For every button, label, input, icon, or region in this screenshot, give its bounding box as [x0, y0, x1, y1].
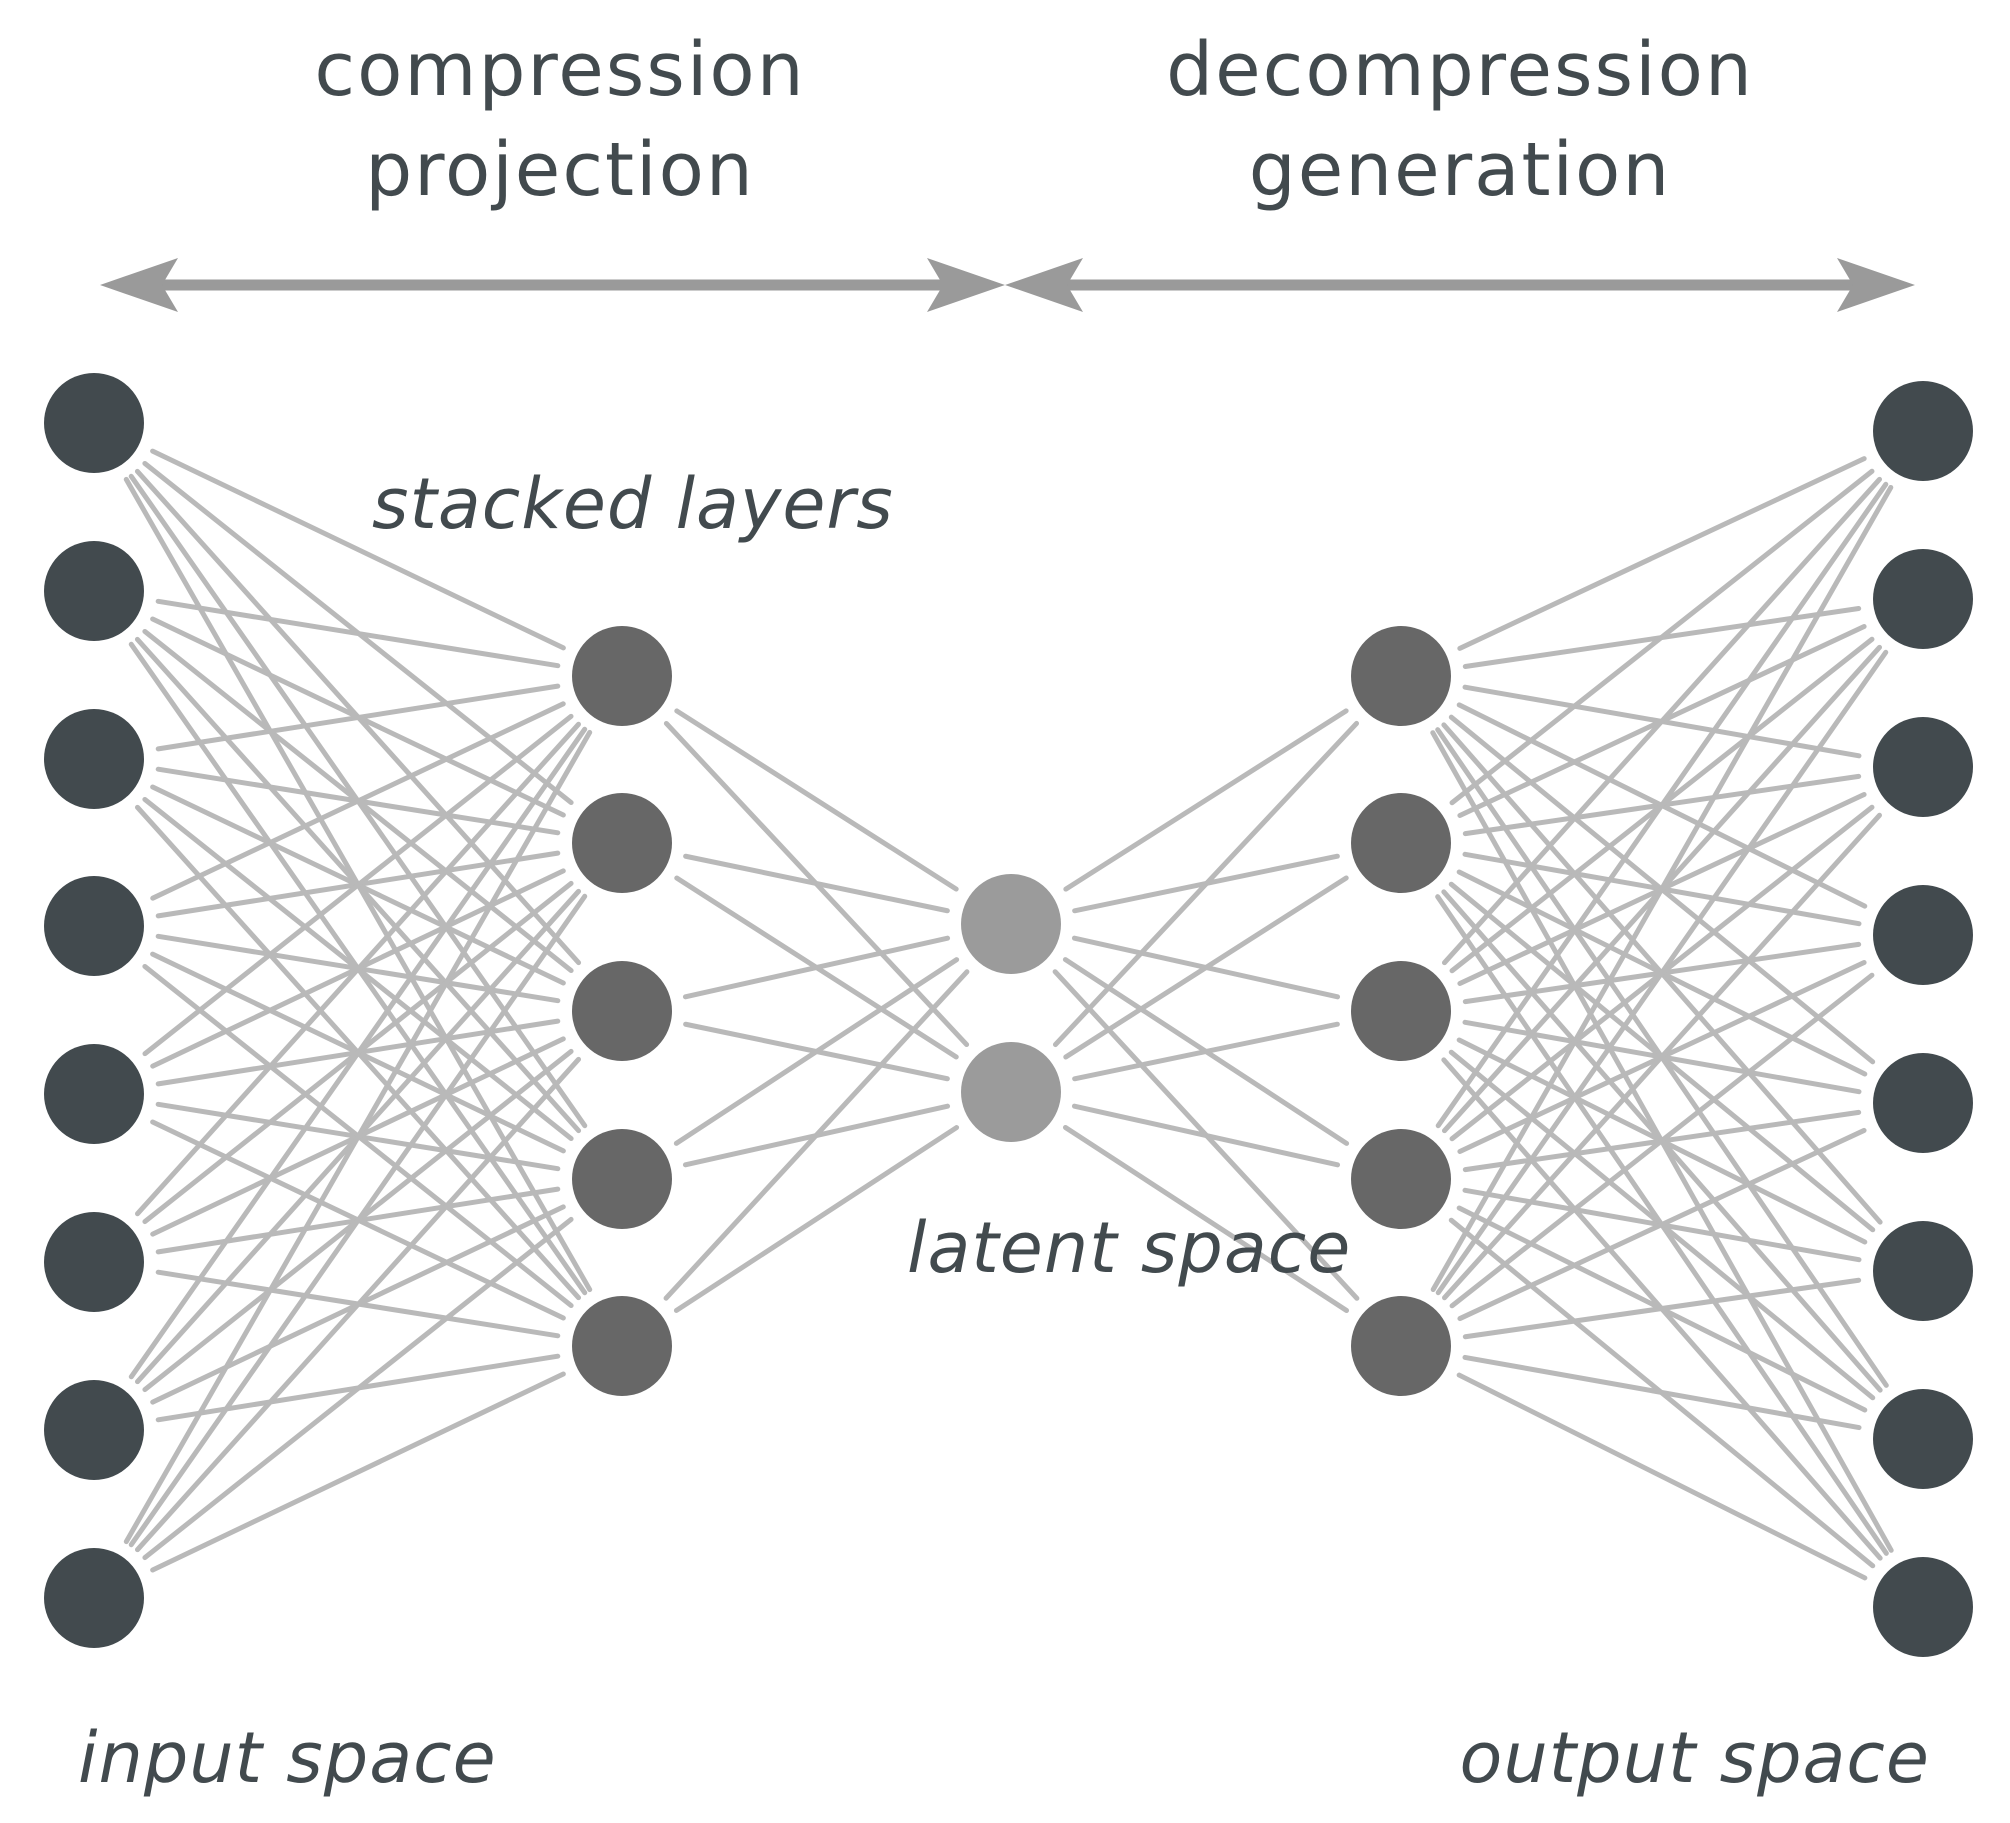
connection-edge [673, 957, 960, 1146]
latent-space-label: latent space [907, 1207, 1351, 1289]
compression-heading: compression projection [314, 27, 805, 213]
generation-label: generation [1249, 127, 1671, 213]
connection-edge [1062, 1124, 1350, 1314]
connection-edge [150, 448, 566, 651]
decompression-label: decompression [1166, 27, 1754, 113]
connection-edge [1449, 468, 1875, 806]
connection-edge [1462, 1277, 1862, 1340]
input-node [44, 1212, 144, 1312]
output-node [1873, 1389, 1973, 1489]
output-node [1873, 1221, 1973, 1321]
connection-edge [1071, 1103, 1341, 1168]
arrow-left-head-icon [100, 258, 178, 312]
connection-edge [155, 598, 561, 669]
decompression-heading: decompression generation [1166, 27, 1754, 213]
arrow-left-head-icon [1005, 258, 1083, 312]
encoder-hidden-node [572, 961, 672, 1061]
connection-edge [1457, 1127, 1867, 1322]
encoder-hidden-node [572, 626, 672, 726]
connection-edge [142, 713, 574, 1057]
decompression-arrow [1005, 258, 1915, 312]
connection-edge [155, 683, 561, 752]
output-node [1873, 885, 1973, 985]
decoder-hidden-node [1351, 1296, 1451, 1396]
input-node [44, 709, 144, 809]
connection-edge [663, 969, 970, 1301]
decoder-hidden-node [1351, 793, 1451, 893]
latent-node [961, 1042, 1061, 1142]
input-node [44, 876, 144, 976]
connection-edge [1457, 456, 1867, 651]
decoder-hidden-node [1351, 961, 1451, 1061]
connection-edge [150, 1371, 566, 1573]
connection-edge [123, 729, 593, 1545]
projection-label: projection [365, 127, 755, 213]
connection-edge [128, 726, 588, 1380]
input-node [44, 373, 144, 473]
connection-edge [1441, 476, 1883, 966]
connection-edge [1052, 720, 1360, 1048]
connection-edge [134, 1056, 582, 1553]
encoder-hidden-node [572, 1129, 672, 1229]
connection-edge [135, 721, 581, 1217]
input-node [44, 1548, 144, 1648]
output-node [1873, 549, 1973, 649]
decoder-hidden-node [1351, 1129, 1451, 1229]
connection-edge [1442, 812, 1882, 1301]
connection-edge [128, 893, 588, 1548]
connection-edge [1072, 1021, 1340, 1082]
arrow-right-head-icon [1837, 258, 1915, 312]
input-node [44, 1380, 144, 1480]
connection-edge [673, 1125, 960, 1313]
encoder-hidden-node [572, 793, 672, 893]
connection-edge [1435, 649, 1889, 1296]
input-node [44, 541, 144, 641]
input-node [44, 1044, 144, 1144]
input-space-label: input space [78, 1717, 497, 1799]
connection-edge [1063, 875, 1349, 1060]
connection-edge [142, 1216, 574, 1561]
connection-edge [683, 853, 950, 914]
output-space-label: output space [1460, 1717, 1931, 1799]
network-neurons [44, 373, 1973, 1657]
connection-edge [1456, 1372, 1868, 1581]
compression-label: compression [314, 27, 805, 113]
stacked-layers-label: stacked layers [372, 463, 894, 545]
connection-edge [1449, 972, 1875, 1309]
compression-arrow [100, 258, 1005, 312]
output-node [1873, 1053, 1973, 1153]
network-connections [123, 448, 1894, 1581]
decoder-hidden-node [1351, 626, 1451, 726]
output-node [1873, 1557, 1973, 1657]
connection-edge [150, 701, 566, 901]
connection-edge [1462, 1354, 1862, 1431]
connection-edge [674, 708, 959, 892]
encoder-hidden-node [572, 1296, 672, 1396]
connection-edge [1063, 708, 1349, 892]
arrow-right-head-icon [927, 258, 1005, 312]
connection-edge [1435, 481, 1889, 1129]
output-node [1873, 717, 1973, 817]
connection-edge [682, 935, 951, 1000]
connection-edge [1430, 484, 1894, 1293]
output-node [1873, 381, 1973, 481]
latent-node [961, 874, 1061, 974]
